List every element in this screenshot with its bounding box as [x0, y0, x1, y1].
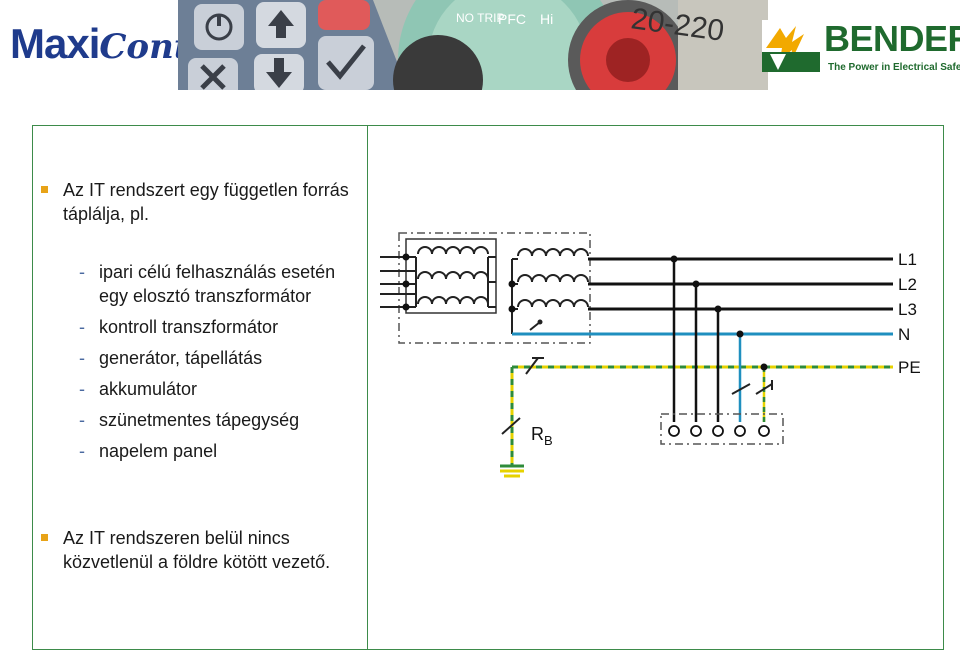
junction-dot: [736, 330, 744, 338]
device-photo: NO TRIP PFC Hi 20-220: [178, 0, 768, 90]
junction-dot: [402, 280, 410, 288]
label-l1: L1: [898, 250, 917, 269]
diagram-panel: R B L1 L2 L: [367, 125, 944, 650]
bullet-no-earthed-conductor: Az IT rendszeren belül nincs közvetlenül…: [41, 526, 353, 574]
logo-cont-text: Cont: [99, 27, 190, 67]
maxicont-logo: MaxiCont: [10, 20, 190, 70]
bullet-text: Az IT rendszeren belül nincs közvetlenül…: [63, 528, 331, 572]
load-feeders: [672, 259, 720, 422]
dash-marker: -: [79, 317, 85, 337]
load-terminal-box: [660, 413, 784, 445]
list-item: -akkumulátor: [79, 377, 364, 401]
dash-marker: -: [79, 379, 85, 399]
bender-lightning-icon: [762, 20, 820, 72]
photo-no-trip-text: NO TRIP: [456, 11, 504, 25]
bender-brand-name: BENDER: [824, 18, 960, 59]
earth-resistance-symbol: [501, 417, 521, 435]
dash-marker: -: [79, 348, 85, 368]
list-item: -kontroll transzformátor: [79, 315, 364, 339]
label-n: N: [898, 325, 910, 344]
terminal-circles: [668, 425, 770, 437]
keypad-buttons: [188, 0, 374, 90]
rb-subscript: B: [544, 433, 553, 448]
list-item-text: ipari célú felhasználás esetén egy elosz…: [99, 262, 336, 306]
bender-tagline: The Power in Electrical Safety®: [828, 62, 960, 73]
list-item: -szünetmentes tápegység: [79, 408, 364, 432]
photo-pfc-text: PFC: [498, 11, 526, 27]
secondary-windings: [511, 248, 589, 334]
list-item-text: szünetmentes tápegység: [99, 410, 300, 430]
label-l3: L3: [898, 300, 917, 319]
bullet-square-icon: [41, 534, 48, 541]
junction-dot: [670, 255, 678, 263]
list-item: -ipari célú felhasználás esetén egy elos…: [79, 260, 364, 308]
rb-label: R: [531, 424, 544, 444]
junction-dot: [402, 253, 410, 261]
fault-switch: [755, 383, 773, 395]
list-item-text: akkumulátor: [99, 379, 198, 399]
text-panel: Az IT rendszert egy független forrás táp…: [32, 125, 367, 650]
label-pe: PE: [898, 358, 921, 377]
junction-dot: [714, 305, 722, 313]
primary-windings: [380, 246, 496, 308]
bender-logo: BENDER The Power in Electrical Safety®: [762, 18, 960, 78]
photo-hi-text: Hi: [540, 11, 553, 27]
dash-marker: -: [79, 410, 85, 430]
junction-dot: [692, 280, 700, 288]
junction-dot: [508, 305, 516, 313]
fault-switch: [731, 383, 751, 395]
bullet-independent-source: Az IT rendszert egy független forrás táp…: [41, 178, 353, 226]
dash-marker: -: [79, 441, 85, 461]
junction-dot: [508, 280, 516, 288]
list-item-text: napelem panel: [99, 441, 218, 461]
list-item: -generátor, tápellátás: [79, 346, 364, 370]
list-item-text: generátor, tápellátás: [99, 348, 263, 368]
bullet-text: Az IT rendszert egy független forrás táp…: [63, 180, 349, 224]
label-l2: L2: [898, 275, 917, 294]
dash-marker: -: [79, 262, 85, 282]
phase-conductors: [588, 257, 893, 311]
logo-maxi-text: Maxi: [10, 20, 100, 67]
it-system-diagram: R B L1 L2 L: [380, 232, 921, 478]
junction-dot: [760, 363, 768, 371]
junction-dot: [402, 303, 410, 311]
pe-switch: [525, 357, 539, 375]
header-banner: MaxiCont NO TRIP PFC Hi 20-220: [0, 0, 960, 90]
list-item: -napelem panel: [79, 439, 364, 463]
source-list: -ipari célú felhasználás esetén egy elos…: [79, 260, 364, 470]
primary-winding-frame: [405, 238, 497, 314]
list-item-text: kontroll transzformátor: [99, 317, 279, 337]
bullet-square-icon: [41, 186, 48, 193]
transformer-enclosure: [398, 232, 591, 344]
pe-conductor: [510, 365, 893, 466]
ground-icon: [500, 464, 524, 478]
